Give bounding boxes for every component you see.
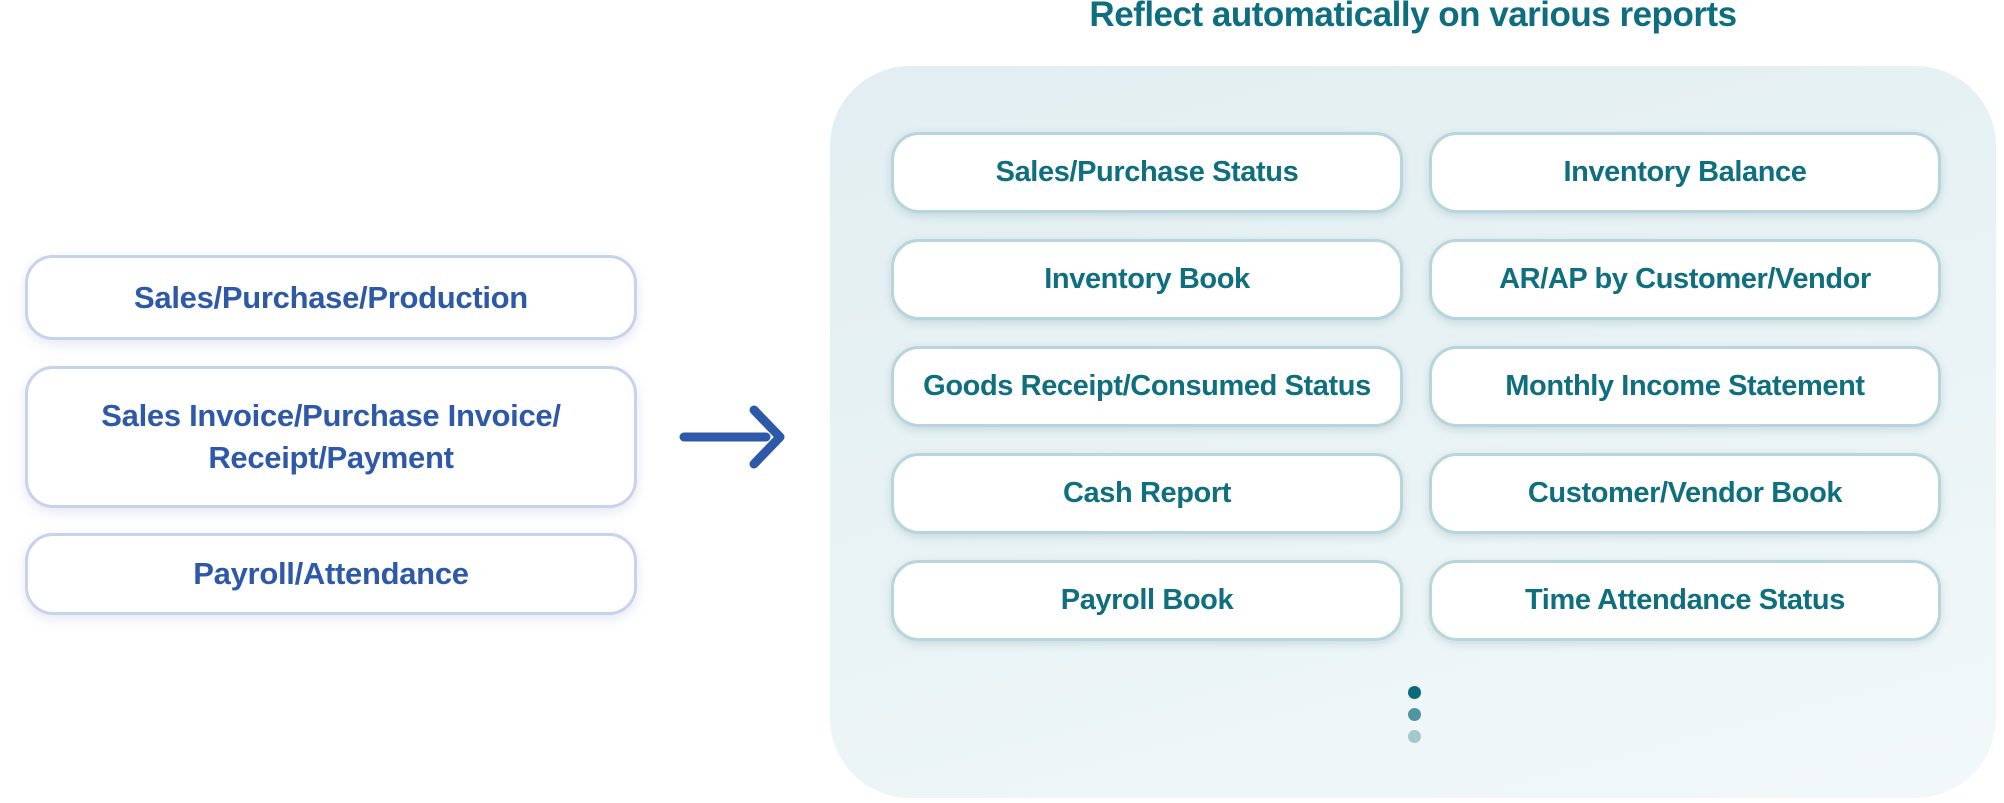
reports-grid: Sales/Purchase Status Inventory Book Goo… bbox=[891, 132, 1941, 641]
ellipsis-dot-1 bbox=[1408, 686, 1421, 699]
report-pill-cash-report: Cash Report bbox=[891, 453, 1403, 534]
right-arrow-icon bbox=[679, 405, 785, 469]
report-pill-inventory-balance: Inventory Balance bbox=[1429, 132, 1941, 213]
report-pill-sales-purchase-status: Sales/Purchase Status bbox=[891, 132, 1403, 213]
report-pill-goods-receipt-consumed-status: Goods Receipt/Consumed Status bbox=[891, 346, 1403, 427]
reports-panel: Sales/Purchase Status Inventory Book Goo… bbox=[830, 66, 1996, 798]
ellipsis-dot-3 bbox=[1408, 730, 1421, 743]
diagram-title: Reflect automatically on various reports bbox=[1089, 0, 1737, 34]
vertical-ellipsis-icon bbox=[1408, 686, 1421, 743]
report-pill-monthly-income-statement: Monthly Income Statement bbox=[1429, 346, 1941, 427]
report-pill-ar-ap-by-customer-vendor: AR/AP by Customer/Vendor bbox=[1429, 239, 1941, 320]
input-box-payroll-attendance: Payroll/Attendance bbox=[25, 533, 637, 615]
input-box-invoices-receipt-payment: Sales Invoice/Purchase Invoice/ Receipt/… bbox=[25, 366, 637, 508]
ellipsis-dot-2 bbox=[1408, 708, 1421, 721]
report-pill-time-attendance-status: Time Attendance Status bbox=[1429, 560, 1941, 641]
report-pill-customer-vendor-book: Customer/Vendor Book bbox=[1429, 453, 1941, 534]
input-box-sales-purchase-production: Sales/Purchase/Production bbox=[25, 255, 637, 340]
report-pill-inventory-book: Inventory Book bbox=[891, 239, 1403, 320]
report-pill-payroll-book: Payroll Book bbox=[891, 560, 1403, 641]
